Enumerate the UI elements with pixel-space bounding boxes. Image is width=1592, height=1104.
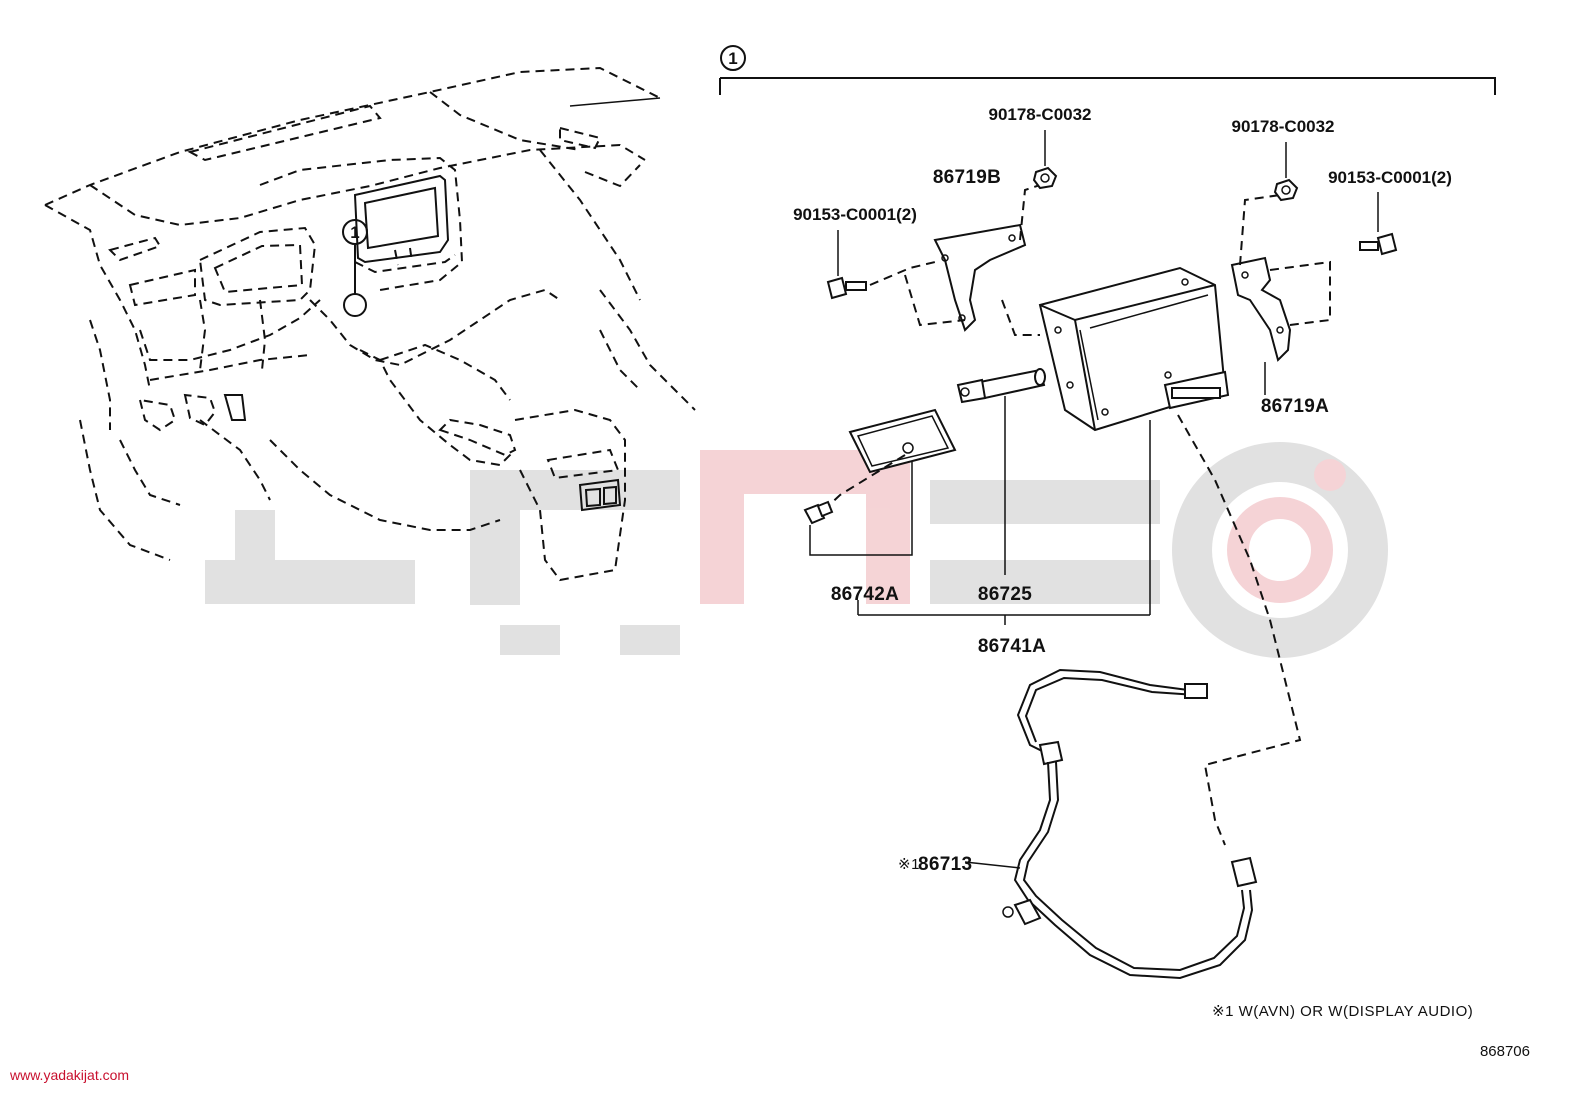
label-wire: 86713 [918, 854, 972, 875]
screw-right-drawing [1359, 192, 1398, 256]
label-antenna: 86725 [978, 584, 1032, 605]
dashboard-overview-drawing: 1 [44, 66, 696, 582]
label-screw-right: 90153-C0001(2) [1328, 168, 1452, 187]
tuner-module-drawing [1001, 266, 1230, 615]
cover-86742a-drawing [803, 408, 957, 556]
bracket-86719b-drawing [869, 184, 1041, 332]
label-bracket-right: 86719A [1261, 396, 1329, 417]
nut-left-drawing [1032, 130, 1058, 190]
footnote: ※1 W(AVN) OR W(DISPLAY AUDIO) [1212, 1003, 1473, 1020]
label-assembly: 86741A [978, 636, 1046, 657]
label-bracket-left: 86719B [933, 167, 1001, 188]
callout-circle-dashboard [342, 219, 368, 245]
label-screw-left: 90153-C0001(2) [793, 205, 917, 224]
callout-number-assembly: 1 [728, 49, 737, 68]
bracket-86719a-drawing [1230, 194, 1331, 395]
wire-harness-86713-drawing [964, 414, 1302, 980]
label-nut-right: 90178-C0032 [1231, 117, 1334, 136]
label-nut-left: 90178-C0032 [988, 105, 1091, 124]
label-wire-mark: ※1 [898, 856, 920, 873]
watermark-logo [205, 442, 1388, 658]
callout-circle-assembly [720, 45, 746, 71]
nut-right-drawing [1273, 142, 1299, 202]
screw-left-drawing [826, 230, 867, 300]
diagram-code: 868706 [1480, 1043, 1530, 1060]
website-watermark: www.yadakijat.com [9, 1067, 129, 1083]
assembly-bracket-line: 1 [719, 45, 1496, 95]
antenna-86725-drawing [956, 368, 1046, 575]
label-cover: 86742A [831, 584, 899, 605]
callout-number-dashboard: 1 [350, 223, 359, 242]
